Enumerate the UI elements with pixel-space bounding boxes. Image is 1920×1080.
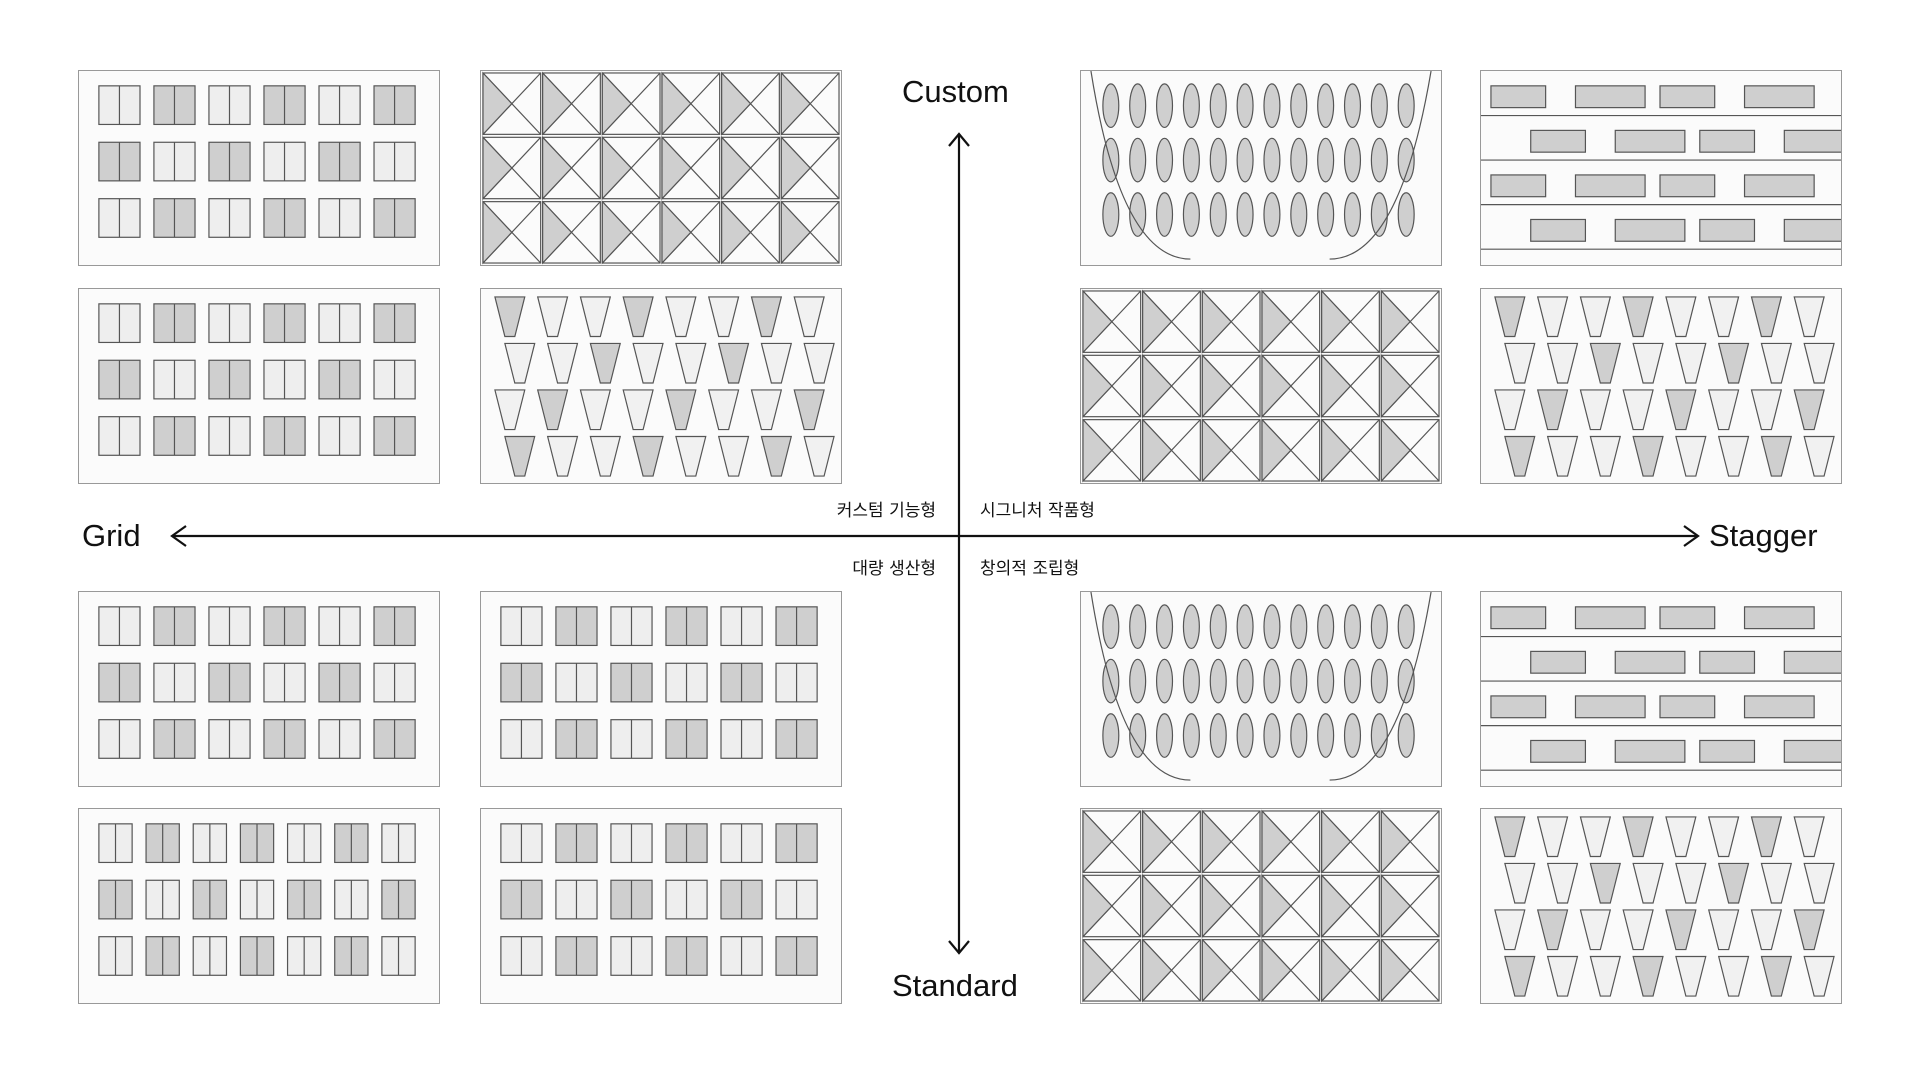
- sketch-image: [1090, 71, 1432, 260]
- facade-sketch-wavy-balconies: [1480, 70, 1842, 266]
- quadrant-label-bottom-right: 창의적 조립형: [980, 559, 1080, 579]
- facade-sketch-pyramidal-panels: [1080, 288, 1442, 484]
- sketch-image: [1494, 816, 1835, 997]
- facade-sketch-folded-fins: [480, 288, 842, 484]
- axis-label-stagger: Stagger: [1709, 518, 1818, 553]
- sketch-image: [1090, 592, 1432, 781]
- sketch-image: [1494, 296, 1835, 477]
- quadrant-label-top-right: 시그니처 작품형: [980, 501, 1095, 521]
- sketch-image: [482, 71, 840, 265]
- facade-sketch-tilted-windows: [78, 70, 440, 266]
- facade-sketch-angled-hoods: [1080, 591, 1442, 787]
- axis-label-custom: Custom: [902, 74, 1009, 109]
- facade-sketch-framed-bays: [78, 288, 440, 484]
- arrow-right-icon: [1683, 525, 1700, 547]
- facade-sketch-staggered-slots: [1480, 808, 1842, 1004]
- facade-sketch-regular-grid: [78, 591, 440, 787]
- facade-sketch-shifted-bands: [1480, 591, 1842, 787]
- facade-sketch-organic-pods: [1080, 70, 1442, 266]
- sketch-image: [1082, 809, 1440, 1003]
- sketch-image: [98, 606, 416, 759]
- sketch-image: [98, 85, 416, 238]
- facade-sketch-stepped-blocks: [480, 808, 842, 1004]
- quadrant-label-bottom-left: 대량 생산형: [852, 559, 936, 579]
- arrow-down-icon: [948, 940, 970, 955]
- arrow-left-icon: [170, 525, 187, 547]
- axis-label-grid: Grid: [82, 518, 141, 553]
- sketch-image: [1082, 289, 1440, 483]
- sketch-image: [1481, 606, 1841, 771]
- facade-sketch-woven-grid: [1080, 808, 1442, 1004]
- facade-sketch-x-panels: [480, 70, 842, 266]
- sketch-image: [500, 606, 818, 759]
- axis-label-standard: Standard: [892, 968, 1018, 1003]
- arrow-up-icon: [948, 132, 970, 147]
- sketch-image: [500, 823, 818, 976]
- facade-sketch-zigzag-fins: [1480, 288, 1842, 484]
- sketch-image: [98, 303, 416, 456]
- sketch-image: [1481, 85, 1841, 250]
- quadrant-label-top-left: 커스텀 기능형: [836, 501, 936, 521]
- sketch-image: [494, 296, 835, 477]
- facade-sketch-brick-grid: [480, 591, 842, 787]
- sketch-image: [98, 823, 416, 976]
- facade-sketch-deep-grid: [78, 808, 440, 1004]
